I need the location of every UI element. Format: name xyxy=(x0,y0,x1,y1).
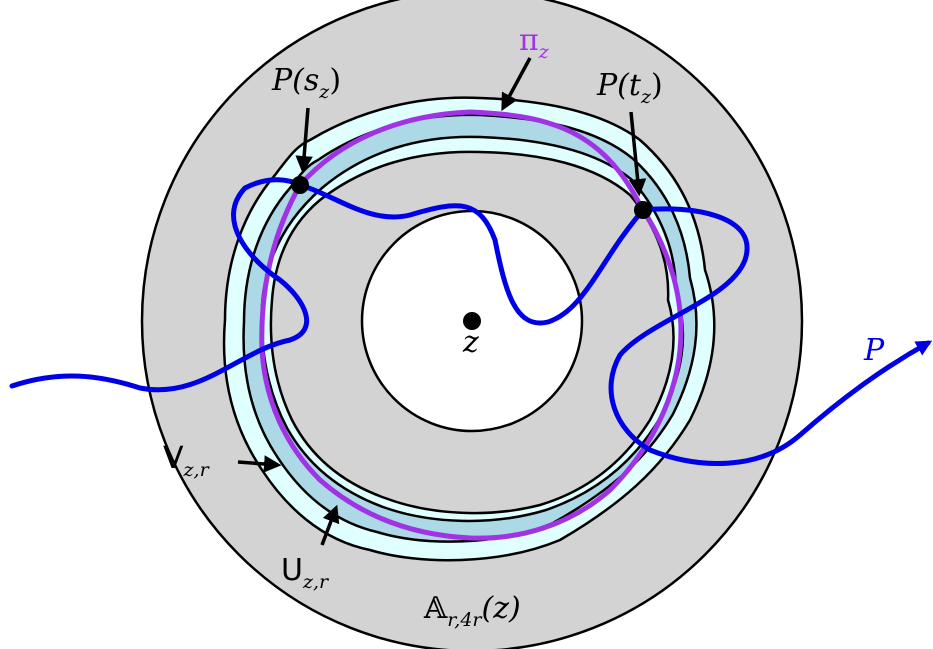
arrow-to-v xyxy=(237,455,282,473)
label-annulus: 𝔸r,4r(z) xyxy=(423,591,521,631)
label-p-t: P(tz) xyxy=(596,68,663,108)
label-p-t-sub: z xyxy=(640,86,652,108)
label-annulus-sub: r,4r xyxy=(447,609,483,631)
label-u-sub: z,r xyxy=(302,571,330,593)
label-u: Uz,r xyxy=(281,553,330,593)
band-v-region xyxy=(222,96,716,562)
label-p-s-close: ) xyxy=(329,63,341,98)
label-v-base: V xyxy=(163,441,184,476)
point-p-s xyxy=(291,176,309,194)
label-p-t-base: P(t xyxy=(596,68,642,103)
label-center: z xyxy=(462,325,479,360)
band-u-region xyxy=(242,113,698,543)
label-u-base: U xyxy=(281,553,303,588)
label-pi-sub: z xyxy=(538,41,550,63)
label-p-s-sub: z xyxy=(318,81,330,103)
point-p-t xyxy=(634,201,652,219)
arrow-to-u xyxy=(320,504,340,546)
p-path xyxy=(9,177,933,466)
label-p-t-close: ) xyxy=(651,68,663,103)
center-point-z xyxy=(463,312,481,330)
arrow-to-p-t xyxy=(628,111,647,197)
label-annulus-tail: (z) xyxy=(482,591,521,626)
arrow-to-p-s xyxy=(295,107,313,174)
label-p-s: P(sz) xyxy=(271,63,341,103)
arrow-to-pi xyxy=(501,57,532,112)
label-pi: πz xyxy=(519,23,550,63)
label-v-sub: z,r xyxy=(183,459,211,481)
label-path-p: P xyxy=(863,333,885,368)
label-p-s-base: P(s xyxy=(271,63,319,98)
label-annulus-base: 𝔸 xyxy=(423,591,448,626)
pi-path xyxy=(259,109,684,541)
label-v: Vz,r xyxy=(163,441,211,481)
label-pi-base: π xyxy=(519,23,539,58)
